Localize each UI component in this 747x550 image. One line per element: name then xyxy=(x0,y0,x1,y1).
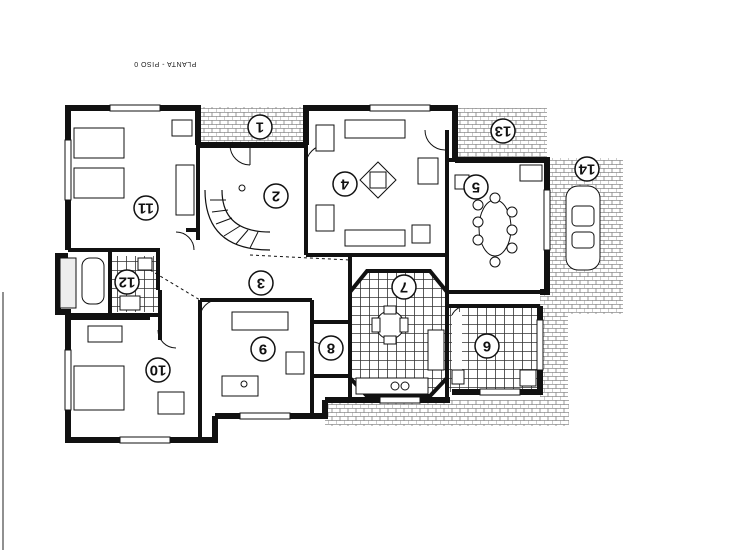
room-11-number: 11 xyxy=(138,200,154,217)
room-14-label: 14 xyxy=(574,156,600,182)
room-7-circle xyxy=(391,274,417,300)
room-2-number: 2 xyxy=(272,188,280,205)
room-5-circle xyxy=(463,174,489,200)
room-12-number: 12 xyxy=(119,274,136,291)
room-1-label: 1 xyxy=(247,114,273,140)
room-2-circle xyxy=(263,183,289,209)
room-13-number: 13 xyxy=(495,123,512,140)
room-1-number: 1 xyxy=(256,119,264,136)
room-10-number: 10 xyxy=(150,362,167,379)
room-14-number: 14 xyxy=(578,161,595,178)
room-10-circle xyxy=(145,357,171,383)
room-5-number: 5 xyxy=(472,179,480,196)
room-4-circle xyxy=(332,171,358,197)
room-12-label: 12 xyxy=(114,269,140,295)
room-9-circle xyxy=(250,336,276,362)
room-11-label: 11 xyxy=(133,195,159,221)
room-3-label: 3 xyxy=(248,270,274,296)
room-4-number: 4 xyxy=(340,176,349,193)
room-6-circle xyxy=(474,333,500,359)
room-13-circle xyxy=(490,118,516,144)
room-1-circle xyxy=(247,114,273,140)
room-5-label: 5 xyxy=(463,174,489,200)
room-3-circle xyxy=(248,270,274,296)
room-13-label: 13 xyxy=(490,118,516,144)
room-2-label: 2 xyxy=(263,183,289,209)
room-14-circle xyxy=(574,156,600,182)
room-7-number: 7 xyxy=(400,279,408,296)
room-8-circle xyxy=(318,335,344,361)
room-6-number: 6 xyxy=(483,338,491,355)
room-6-label: 6 xyxy=(474,333,500,359)
room-4-label: 4 xyxy=(332,171,358,197)
room-10-label: 10 xyxy=(145,357,171,383)
windows xyxy=(64,104,551,444)
room-8-number: 8 xyxy=(327,340,335,357)
room-7-label: 7 xyxy=(391,274,417,300)
interior-walls xyxy=(68,130,540,440)
plan-title-text: PLANTA - PISO 0 xyxy=(134,60,197,67)
furniture xyxy=(59,119,601,415)
room-12-circle xyxy=(114,269,140,295)
room-9-label: 9 xyxy=(250,336,276,362)
bottom-paving xyxy=(325,400,569,426)
room-8-label: 8 xyxy=(318,335,344,361)
room-3-number: 3 xyxy=(257,275,265,292)
room-11-circle xyxy=(133,195,159,221)
plan-title: PLANTA - PISO 0 xyxy=(134,60,197,67)
room-9-number: 9 xyxy=(259,341,267,358)
